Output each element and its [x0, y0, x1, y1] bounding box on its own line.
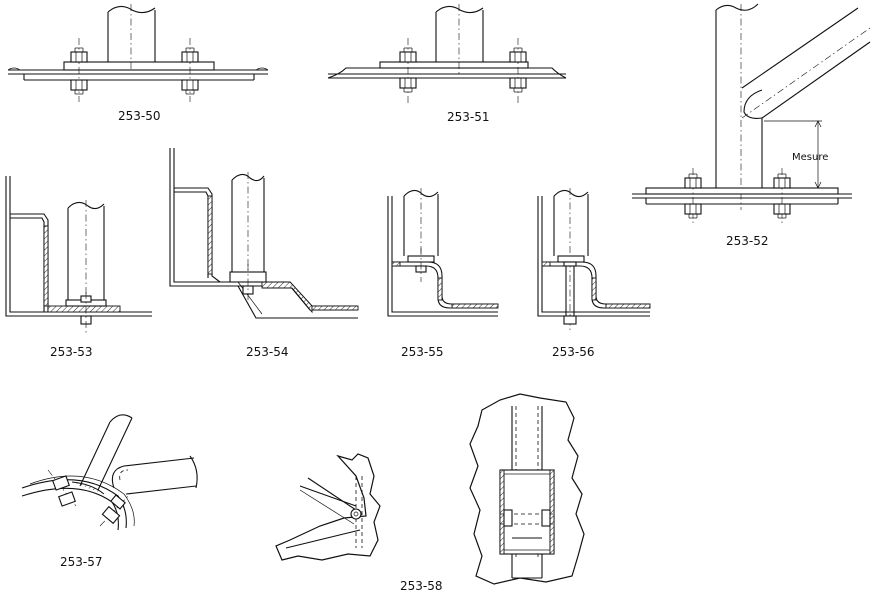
anchor-bolt-left	[684, 168, 702, 226]
anchor-bolt-right	[509, 38, 527, 104]
figure-253-56: 253-56	[537, 188, 651, 359]
post-tube	[65, 200, 107, 307]
figure-253-52: Mesure 253-52	[632, 3, 871, 248]
figure-label: 253-52	[726, 234, 769, 248]
figure-253-57: 253-57	[21, 414, 198, 569]
figure-253-55: 253-55	[387, 188, 499, 359]
anchor-bolt-right	[773, 168, 791, 226]
figure-253-51: 253-51	[327, 4, 567, 124]
figure-253-50: 253-50	[7, 4, 269, 123]
figure-label: 253-54	[246, 345, 289, 359]
anchor-bolt	[415, 248, 427, 282]
figure-label: 253-53	[50, 345, 93, 359]
figure-label: 253-50	[118, 109, 161, 123]
angle-bracket	[387, 196, 499, 317]
figure-label: 253-56	[552, 345, 595, 359]
base-plate	[327, 61, 567, 79]
post-tube	[107, 4, 156, 70]
base-plate	[632, 187, 852, 205]
angle-bracket	[5, 176, 152, 317]
wall-section-corner	[275, 453, 381, 561]
angle-bracket	[537, 196, 651, 317]
figure-253-58: 253-58	[275, 393, 585, 592]
through-bolt	[563, 261, 577, 325]
horizontal-tube	[111, 455, 198, 495]
anchor-bolt-left	[399, 38, 417, 104]
inclined-tube	[79, 414, 133, 491]
diagonal-brace	[741, 7, 871, 119]
vertical-post	[715, 3, 763, 210]
angle-bracket	[169, 148, 359, 319]
base-plate	[7, 61, 269, 81]
wall-section-elevation	[469, 393, 585, 585]
anchor-bolt	[80, 292, 92, 334]
figure-label: 253-57	[60, 555, 103, 569]
post-tube	[435, 4, 484, 74]
bolt-left	[47, 469, 77, 507]
figure-253-53: 253-53	[5, 176, 152, 359]
bolt-right	[99, 493, 131, 527]
dimension-text: Mesure	[792, 152, 828, 163]
figure-label: 253-55	[401, 345, 444, 359]
figure-253-54: 253-54	[169, 148, 359, 359]
anchor-bolt	[242, 264, 254, 304]
post-tube	[553, 188, 589, 330]
figure-label: 253-51	[447, 110, 490, 124]
anchor-bolt-right	[181, 38, 199, 102]
anchor-bolt-left	[70, 38, 88, 102]
figure-label: 253-58	[400, 579, 443, 592]
